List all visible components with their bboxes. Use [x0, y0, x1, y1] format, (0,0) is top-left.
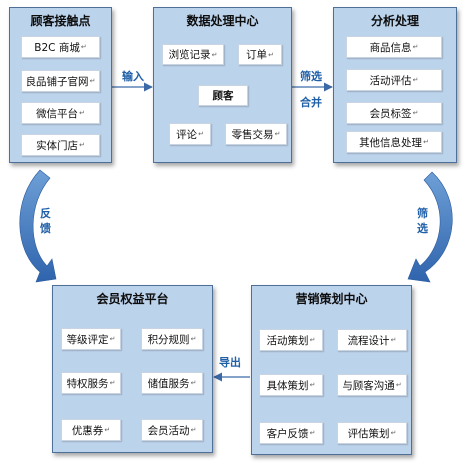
node-comments: 评论↵ [169, 123, 211, 145]
panel-membership-title: 会员权益平台 [96, 292, 169, 306]
node-retail-transactions: 零售交易↵ [225, 123, 287, 145]
panel-touchpoints: 顾客接触点 B2C 商城↵ 良品铺子官网↵ 微信平台↵ 实体门店↵ [9, 7, 112, 163]
panel-data-center: 数据处理中心 浏览记录↵ 订单↵ 顾客 评论↵ 零售交易↵ [153, 7, 292, 163]
panel-marketing: 营销策划中心 活动策划↵ 流程设计↵ 具体策划↵ 与顾客沟通↵ 客户反馈↵ 评估… [251, 285, 412, 455]
label-merge: 合并 [300, 96, 322, 109]
node-orders: 订单↵ [238, 44, 282, 65]
label-export: 导出 [219, 356, 241, 369]
panel-membership: 会员权益平台 等级评定↵ 积分规则↵ 特权服务↵ 储值服务↵ 优惠券↵ 会员活动… [52, 285, 213, 453]
node-points-rules: 积分规则↵ [141, 328, 203, 350]
node-stores: 实体门店↵ [21, 134, 100, 156]
panel-analysis-title: 分析处理 [370, 14, 419, 28]
panel-touchpoints-title: 顾客接触点 [30, 14, 91, 28]
node-activity-planning: 活动策划↵ [259, 329, 323, 351]
node-product-info: 商品信息↵ [346, 36, 442, 58]
node-process-design: 流程设计↵ [337, 329, 407, 351]
label-filter-v2: 选 [417, 222, 428, 235]
node-privilege-service: 特权服务↵ [61, 372, 121, 394]
label-filter: 筛选 [300, 70, 322, 83]
node-official-site: 良品铺子官网↵ [21, 70, 100, 92]
arrow-feedback [19, 169, 57, 283]
panel-data-center-title: 数据处理中心 [186, 14, 259, 28]
node-evaluation-planning: 评估策划↵ [337, 422, 407, 444]
label-input: 输入 [122, 70, 144, 83]
label-filter-v1: 筛 [417, 207, 428, 220]
label-feedback-1: 反 [40, 207, 51, 220]
arrow-filter-down [407, 171, 453, 283]
node-level-rating: 等级评定↵ [61, 328, 121, 350]
node-wechat: 微信平台↵ [21, 102, 100, 124]
node-activity-eval: 活动评估↵ [346, 69, 442, 91]
node-member-tags: 会员标签↵ [346, 102, 442, 124]
panel-marketing-title: 营销策划中心 [295, 292, 368, 306]
node-customer-communication: 与顾客沟通↵ [337, 374, 407, 396]
node-customer: 顾客 [198, 85, 248, 106]
node-member-activities: 会员活动↵ [141, 419, 203, 441]
node-customer-feedback: 客户反馈↵ [259, 422, 323, 444]
node-specific-planning: 具体策划↵ [259, 374, 323, 396]
node-browsing-history: 浏览记录↵ [162, 44, 224, 65]
node-coupons: 优惠券↵ [61, 419, 121, 441]
panel-analysis: 分析处理 商品信息↵ 活动评估↵ 会员标签↵ 其他信息处理↵ [333, 7, 457, 163]
node-stored-value: 储值服务↵ [141, 372, 203, 394]
label-feedback-2: 馈 [40, 222, 51, 235]
node-other-info: 其他信息处理↵ [346, 131, 442, 153]
node-b2c-mall: B2C 商城↵ [21, 36, 100, 58]
